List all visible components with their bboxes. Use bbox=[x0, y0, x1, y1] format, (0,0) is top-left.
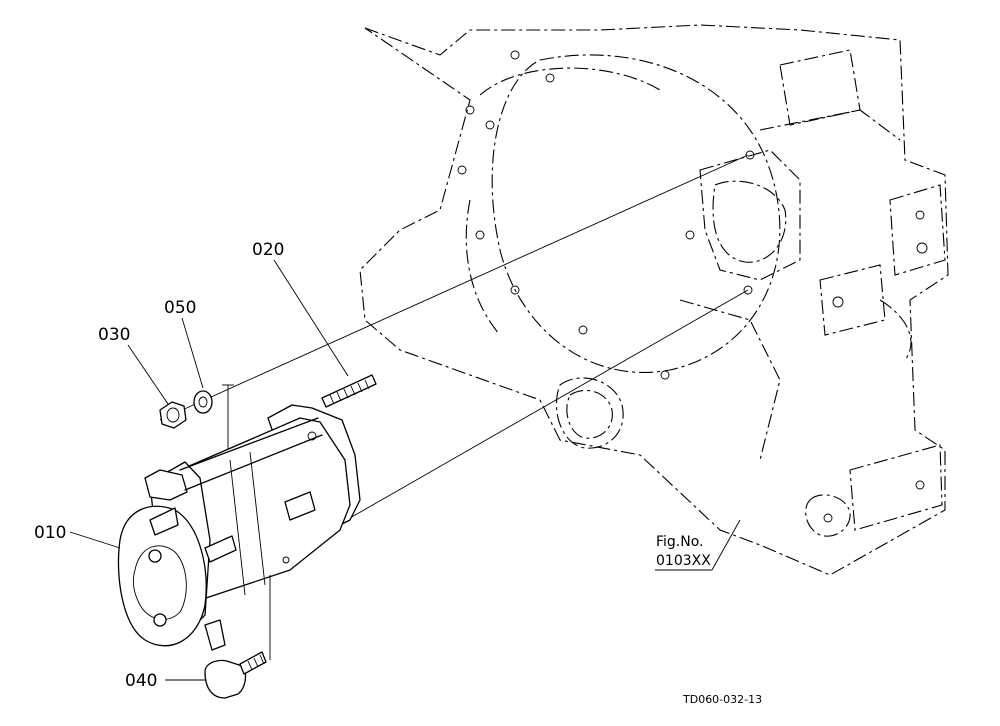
flywheel-housing bbox=[359, 24, 949, 576]
lock-washer-050 bbox=[193, 390, 213, 414]
leader-lines bbox=[69, 259, 741, 681]
part-label-020: 020 bbox=[252, 240, 284, 260]
part-label-030: 030 bbox=[98, 325, 130, 345]
drawing-code: TD060-032-13 bbox=[682, 693, 762, 706]
figure-reference: Fig.No. 0103XX bbox=[656, 534, 711, 569]
starter-motor-010 bbox=[117, 404, 361, 651]
fig-ref-line2: 0103XX bbox=[656, 553, 711, 569]
bolt-040 bbox=[204, 575, 271, 699]
part-label-040: 040 bbox=[125, 671, 157, 691]
stud-020 bbox=[321, 374, 377, 408]
part-label-050: 050 bbox=[164, 298, 196, 318]
nut-030 bbox=[159, 401, 187, 429]
part-labels: 020 050 030 010 040 bbox=[34, 240, 284, 691]
part-label-010: 010 bbox=[34, 523, 66, 543]
fig-ref-line1: Fig.No. bbox=[656, 534, 704, 550]
